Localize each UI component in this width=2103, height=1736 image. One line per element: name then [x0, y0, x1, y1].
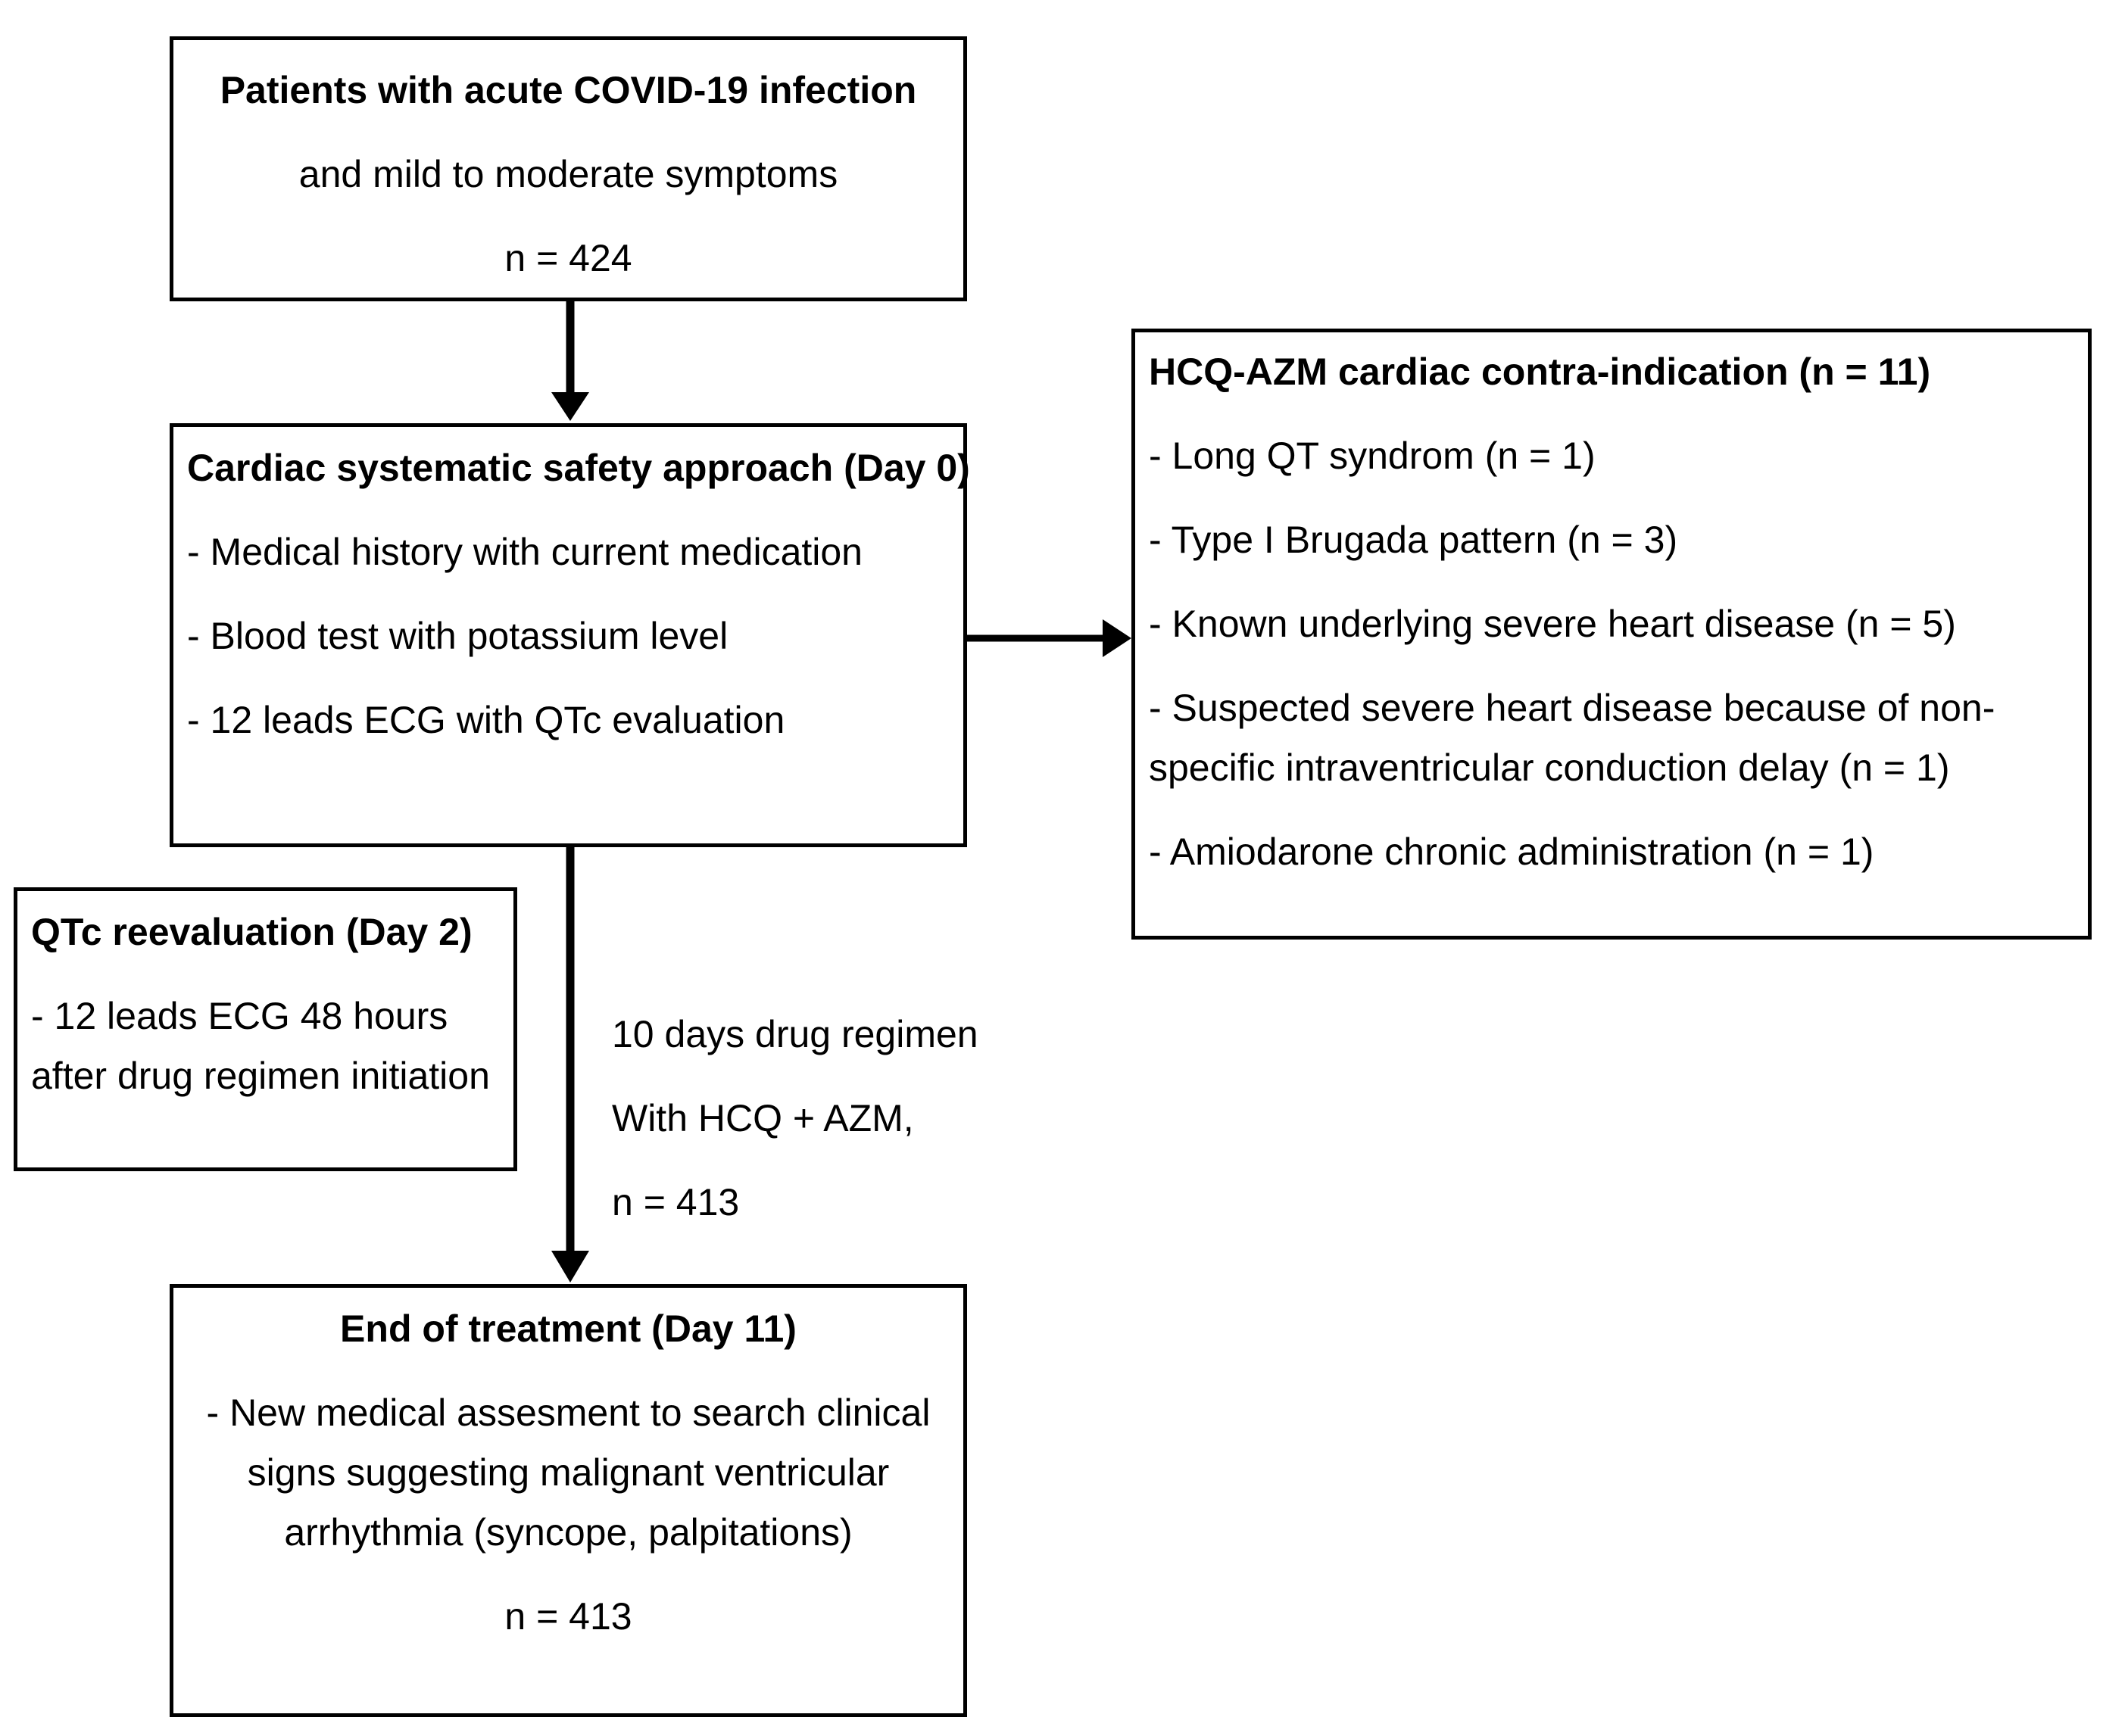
arrow-safety-to-end — [551, 846, 589, 1283]
end-of-treatment-line-2: signs suggesting malignant ventricular — [247, 1451, 890, 1494]
end-of-treatment-box: End of treatment (Day 11) - New medical … — [170, 1284, 967, 1717]
drug-regimen-line-2: With HCQ + AZM, — [612, 1097, 914, 1139]
safety-item-ecg: - 12 leads ECG with QTc evaluation — [187, 699, 785, 741]
arrow-safety-to-contraindication — [964, 619, 1131, 657]
patients-box: Patients with acute COVID-19 infection a… — [170, 36, 967, 301]
patients-count: n = 424 — [504, 237, 632, 279]
qtc-reevaluation-line-2: after drug regimen initiation — [31, 1055, 490, 1097]
end-of-treatment-count: n = 413 — [504, 1595, 632, 1638]
drug-regimen-count: n = 413 — [612, 1181, 740, 1223]
safety-approach-box: Cardiac systematic safety approach (Day … — [170, 423, 970, 847]
drug-regimen-line-1: 10 days drug regimen — [612, 1013, 978, 1055]
patients-subtitle: and mild to moderate symptoms — [298, 153, 838, 195]
contraindication-item-known-disease: - Known underlying severe heart disease … — [1149, 603, 1956, 645]
safety-approach-title: Cardiac systematic safety approach (Day … — [187, 447, 970, 489]
contraindication-item-brugada: - Type I Brugada pattern (n = 3) — [1149, 519, 1678, 561]
qtc-reevaluation-title: QTc reevaluation (Day 2) — [31, 911, 473, 953]
contraindication-box: HCQ-AZM cardiac contra-indication (n = 1… — [1131, 329, 2092, 940]
end-of-treatment-line-3: arrhythmia (syncope, palpitations) — [284, 1511, 853, 1554]
contraindication-title: HCQ-AZM cardiac contra-indication (n = 1… — [1149, 351, 1931, 393]
contraindication-item-amiodarone: - Amiodarone chronic administration (n =… — [1149, 831, 1874, 873]
contraindication-item-suspected-disease: - Suspected severe heart disease because… — [1149, 687, 1995, 729]
end-of-treatment-title: End of treatment (Day 11) — [340, 1307, 797, 1350]
patients-title: Patients with acute COVID-19 infection — [220, 69, 917, 111]
end-of-treatment-line-1: - New medical assesment to search clinic… — [206, 1392, 931, 1434]
contraindication-item-long-qt: - Long QT syndrom (n = 1) — [1149, 435, 1596, 477]
safety-item-blood-test: - Blood test with potassium level — [187, 615, 729, 657]
qtc-reevaluation-box: QTc reevaluation (Day 2) - 12 leads ECG … — [14, 887, 517, 1171]
qtc-reevaluation-line-1: - 12 leads ECG 48 hours — [31, 995, 448, 1037]
arrow-patients-to-safety — [551, 300, 589, 421]
drug-regimen-label: 10 days drug regimen With HCQ + AZM, n =… — [612, 1011, 991, 1239]
contraindication-item-suspected-disease-cont: specific intraventricular conduction del… — [1149, 746, 1950, 789]
safety-item-medical-history: - Medical history with current medicatio… — [187, 531, 863, 573]
